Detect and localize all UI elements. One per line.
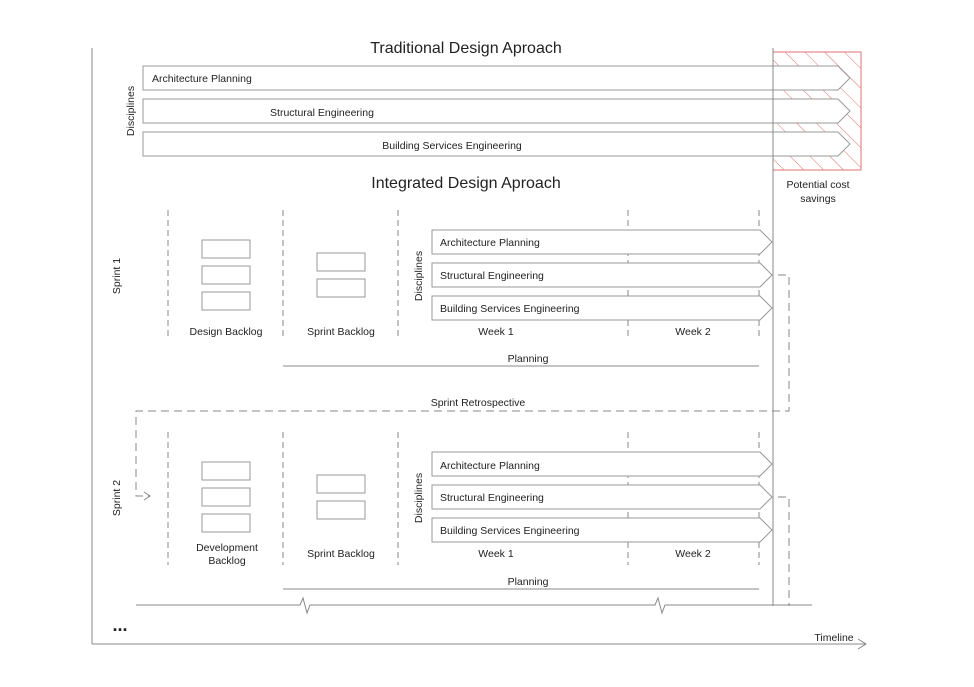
sprint-2-next-connector — [778, 496, 790, 606]
traditional-bar-architecture-label: Architecture Planning — [152, 73, 252, 85]
sprint-2-bar-architecture-label: Architecture Planning — [440, 460, 540, 472]
sprint-backlog-item — [316, 252, 366, 272]
sprint-2-bar-services-label: Building Services Engineering — [440, 525, 580, 537]
sprint-2-disciplines-label: Disciplines — [413, 473, 425, 523]
sprint-1-bar-architecture-label: Architecture Planning — [440, 237, 540, 249]
traditional-bar-architecture — [142, 65, 851, 91]
development-backlog-item — [201, 487, 251, 507]
sprint-2-planning-label: Planning — [508, 576, 549, 588]
sprint-retrospective: Sprint Retrospective — [135, 274, 790, 501]
design-backlog-label: Design Backlog — [190, 326, 263, 338]
design-backlog-item — [201, 291, 251, 311]
development-backlog-item — [201, 461, 251, 481]
savings-label-line1: Potential cost — [786, 179, 849, 191]
traditional-bar-services-label: Building Services Engineering — [382, 140, 522, 152]
timeline-label: Timeline — [814, 632, 853, 644]
retrospective-arrow-icon — [143, 491, 151, 501]
sprint-2-week-2-label: Week 2 — [675, 548, 711, 560]
sprint-timeline-break-line — [136, 596, 812, 615]
sprint-1-disciplines-label: Disciplines — [413, 251, 425, 301]
design-backlog-item — [201, 239, 251, 259]
sprint-backlog-item — [316, 500, 366, 520]
traditional-bar-structural-label: Structural Engineering — [270, 107, 374, 119]
sprint-1-bar-architecture — [431, 229, 773, 255]
traditional-disciplines-label: Disciplines — [125, 86, 137, 136]
sprint-2-bar-services — [431, 517, 773, 543]
sprint-1-week-2-label: Week 2 — [675, 326, 711, 338]
sprint-backlog-item — [316, 474, 366, 494]
sprint-backlog-item — [316, 278, 366, 298]
sprint-1-bar-structural-label: Structural Engineering — [440, 270, 544, 282]
integrated-title: Integrated Design Aproach — [371, 175, 560, 192]
continuation-ellipsis: ... — [112, 615, 127, 635]
sprint-1-label: Sprint 1 — [111, 258, 123, 294]
sprint-2-bar-structural-label: Structural Engineering — [440, 492, 544, 504]
sprint-2-sprint-backlog-label: Sprint Backlog — [307, 548, 375, 560]
development-backlog-label-line1: Development — [196, 542, 258, 554]
traditional-bar-structural — [142, 98, 851, 124]
timeline-axis: Timeline — [91, 48, 867, 650]
timeline-arrowhead-icon — [857, 638, 867, 650]
design-backlog-item — [201, 265, 251, 285]
sprint-2-label: Sprint 2 — [111, 480, 123, 516]
sprint-1-week-1-label: Week 1 — [478, 326, 514, 338]
sprint-1-planning-label: Planning — [508, 353, 549, 365]
sprint-2: Sprint 2 Development Backlog Sprint Back… — [111, 432, 790, 606]
sprint-1-bar-structural — [431, 262, 773, 288]
retrospective-label: Sprint Retrospective — [431, 397, 526, 409]
sprint-2-week-1-label: Week 1 — [478, 548, 514, 560]
traditional-section: Traditional Design Aproach Disciplines A… — [125, 40, 862, 205]
traditional-bar-services — [142, 131, 851, 157]
sprint-backlog-label: Sprint Backlog — [307, 326, 375, 338]
sprint-1-bar-services — [431, 295, 773, 321]
sprint-1-bar-services-label: Building Services Engineering — [440, 303, 580, 315]
sprint-1: Sprint 1 Design Backlog Sprint Backlog D… — [111, 210, 773, 367]
development-backlog-item — [201, 513, 251, 533]
traditional-title: Traditional Design Aproach — [370, 40, 562, 57]
sprint-2-bar-architecture — [431, 451, 773, 477]
savings-label-line2: savings — [800, 193, 836, 205]
development-backlog-label-line2: Backlog — [208, 555, 246, 567]
sprint-2-bar-structural — [431, 484, 773, 510]
